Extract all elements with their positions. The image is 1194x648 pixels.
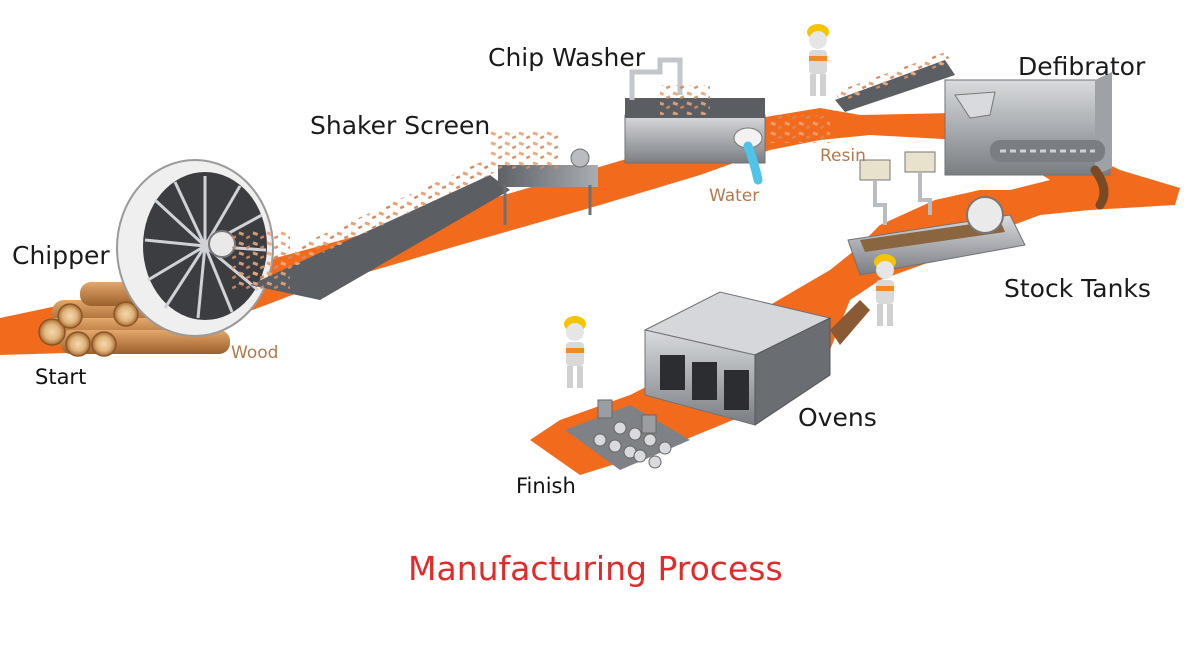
- finished-board-icon: [565, 399, 690, 470]
- defibrator-icon: [835, 52, 1112, 210]
- diagram-title: Manufacturing Process: [408, 549, 783, 588]
- label-chipper: Chipper: [12, 241, 110, 270]
- label-finish: Finish: [516, 474, 576, 498]
- label-stock-tanks: Stock Tanks: [1004, 274, 1151, 303]
- oven-icon: [643, 291, 870, 426]
- label-start: Start: [35, 365, 87, 389]
- shaker-screen-icon: [245, 148, 598, 300]
- label-shaker-screen: Shaker Screen: [310, 111, 491, 140]
- label-chip-washer: Chip Washer: [488, 43, 646, 72]
- worker-icon: [564, 24, 896, 388]
- label-ovens: Ovens: [798, 403, 877, 432]
- washer-icon: [624, 57, 766, 185]
- label-resin: Resin: [820, 146, 866, 166]
- label-wood: Wood: [231, 343, 279, 363]
- label-water: Water: [709, 186, 760, 206]
- label-defibrator: Defibrator: [1018, 52, 1146, 81]
